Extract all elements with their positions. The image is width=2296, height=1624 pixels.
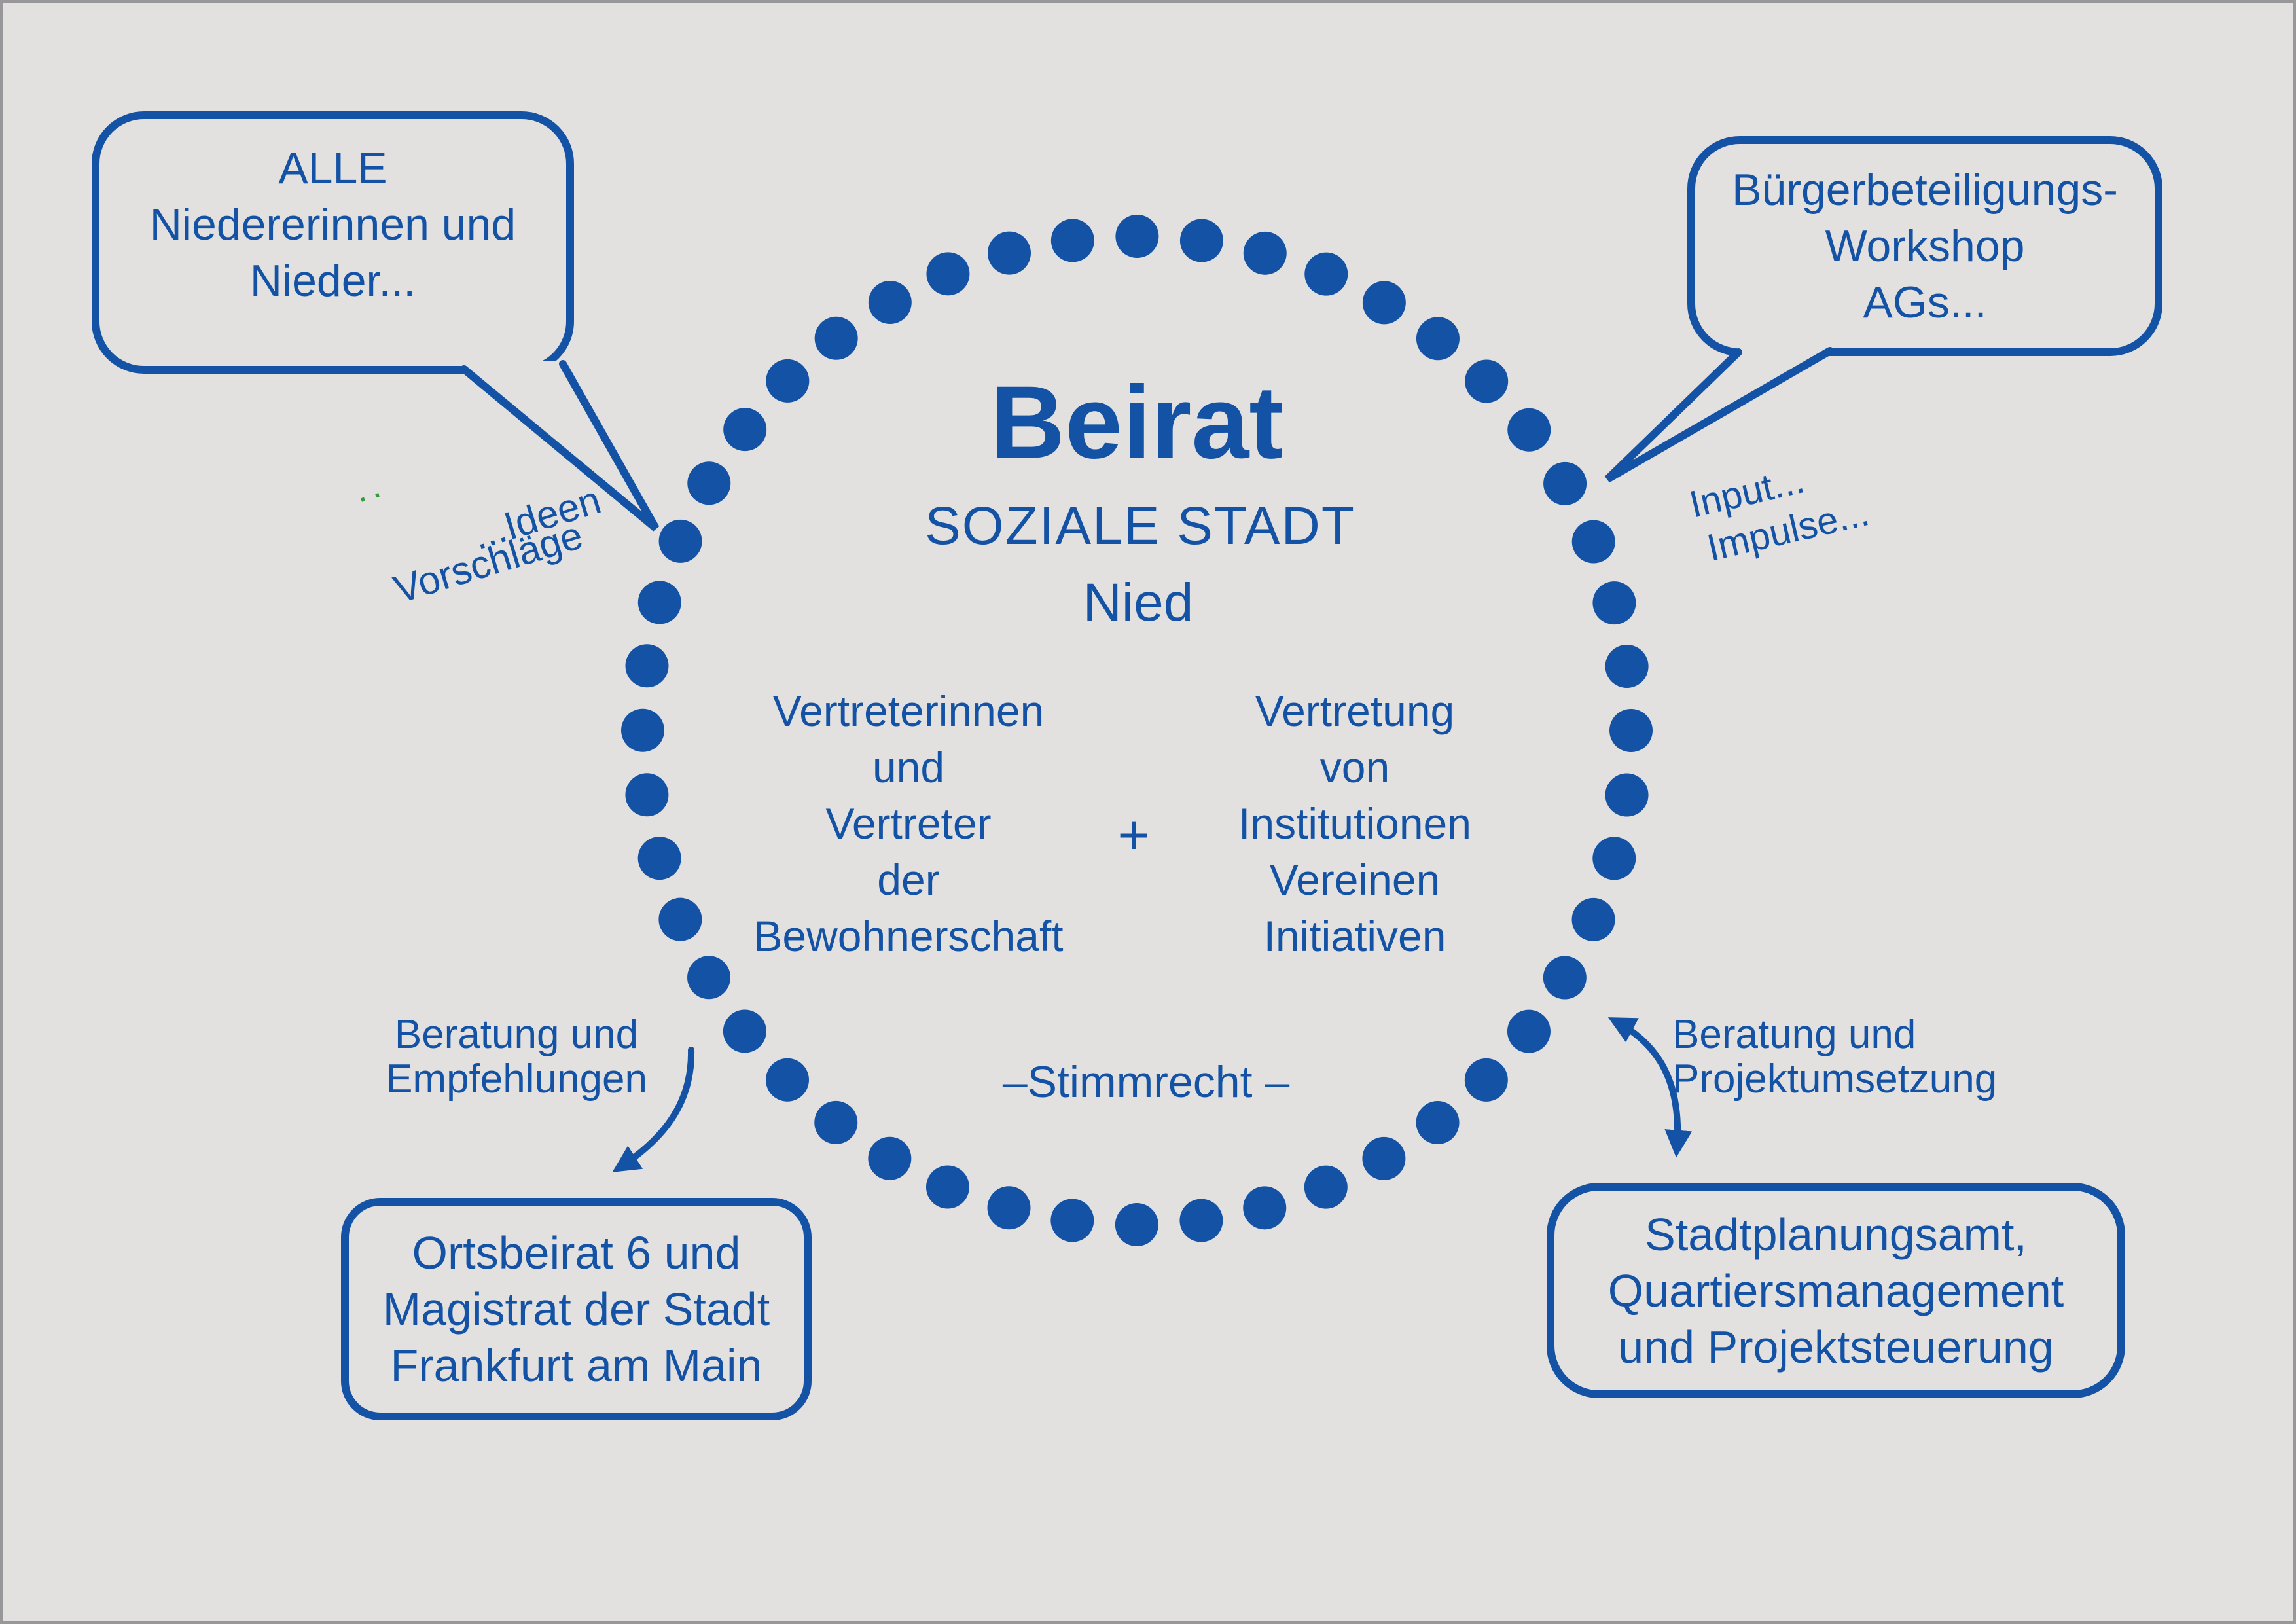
advice-left-label: Beratung und Empfehlungen (386, 1013, 647, 1102)
advice-line: Projektumsetzung (1672, 1056, 1998, 1102)
box-line: Ortsbeirat 6 und (412, 1227, 741, 1278)
member-line: Vereinen (1269, 856, 1441, 904)
members-residents-column: Vertreterinnen und Vertreter der Bewohne… (679, 683, 1138, 964)
circle-title: Beirat (990, 365, 1283, 480)
member-line: Vertretung (1255, 687, 1455, 735)
member-line: der (877, 856, 940, 904)
bubble-line: Bürgerbeteiligungs- (1732, 165, 2118, 215)
advice-line: Beratung und (394, 1012, 639, 1057)
member-line: Vertreterinnen (772, 687, 1045, 735)
box-ortsbeirat-magistrat: Ortsbeirat 6 und Magistrat der Stadt Fra… (341, 1198, 812, 1420)
bubble-tail-top-right (1604, 343, 1835, 483)
bubble-line: Workshop (1825, 221, 2025, 271)
arrow-stadtplanungsamt (1607, 1017, 1693, 1158)
member-line: Institutionen (1238, 799, 1471, 848)
box-line: Quartiersmanagement (1607, 1265, 2064, 1316)
advice-line: Empfehlungen (386, 1056, 647, 1102)
bubble-line: AGs... (1863, 278, 1987, 327)
box-line: Magistrat der Stadt (382, 1284, 770, 1335)
member-line: Initiativen (1263, 912, 1446, 960)
member-line: Bewohnerschaft (753, 912, 1064, 960)
stray-green-marks: ·· (351, 471, 391, 518)
members-institutions-column: Vertretung von Institutionen Vereinen In… (1126, 683, 1584, 964)
voting-note: –Stimmrecht – (1002, 1057, 1290, 1107)
box-line: Stadtplanungsamt, (1645, 1208, 2027, 1260)
box-line: und Projektsteuerung (1618, 1321, 2054, 1373)
bubble-line: Nieder... (249, 256, 416, 306)
box-line: Frankfurt am Main (390, 1340, 762, 1391)
circle-subtitle: SOZIALE STADT (925, 496, 1355, 556)
circle-place: Nied (1083, 573, 1194, 632)
member-line: von (1319, 743, 1390, 791)
bubble-line: Niedererinnen und (149, 200, 516, 249)
member-line: und (872, 743, 945, 791)
speech-bubble-residents: ALLE Niedererinnen und Nieder... (92, 111, 574, 374)
bubble-line: ALLE (278, 143, 387, 193)
advice-right-label: Beratung und Projektumsetzung (1672, 1013, 1997, 1102)
speech-bubble-workshops: Bürgerbeteiligungs- Workshop AGs... (1687, 136, 2162, 356)
advice-line: Beratung und (1672, 1012, 1916, 1057)
box-stadtplanungsamt: Stadtplanungsamt, Quartiersmanagement un… (1547, 1183, 2125, 1398)
member-line: Vertreter (825, 799, 992, 848)
